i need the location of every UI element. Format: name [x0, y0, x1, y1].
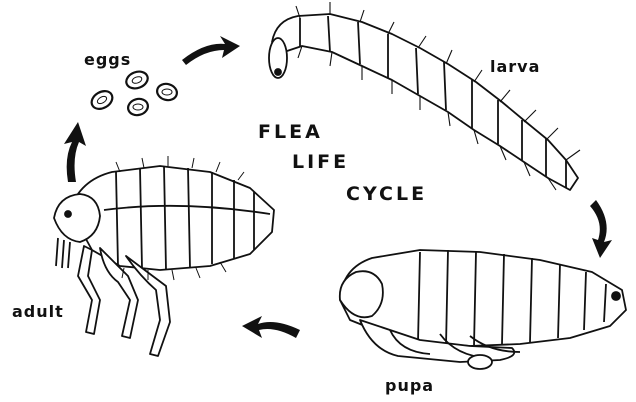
pupa-illustration — [340, 250, 626, 369]
eggs-illustration — [88, 69, 178, 118]
larva-illustration — [269, 2, 580, 190]
adult-flea-illustration — [54, 156, 274, 356]
